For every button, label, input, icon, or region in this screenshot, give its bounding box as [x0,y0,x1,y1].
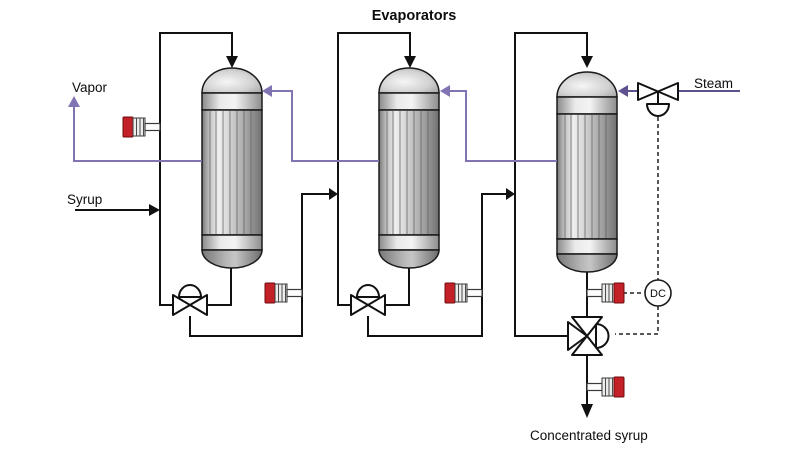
arrowhead [618,85,628,97]
evap2-bottom-pipe [386,268,410,306]
evap3-to-evap2-vapor-pipe [440,85,557,162]
valve-actuator-dome [178,284,202,298]
product-pipe [581,356,593,418]
valve-actuator-dome [595,323,610,349]
three-way-valve-signal-line [615,306,659,335]
steam-label: Steam [694,76,733,91]
evap2-recirc-pipe [367,188,515,337]
steam-pipe [618,85,740,97]
sensor-2 [264,282,303,304]
syrup-label: Syrup [67,192,102,207]
evap1-recirc-valve [172,284,208,316]
evaporator-2-vessel [378,67,440,269]
evap1-feed-pipe [159,32,238,306]
concentrated-syrup-label: Concentrated syrup [530,428,648,443]
evap1-bottom-pipe [208,268,232,306]
sensor-3 [444,282,483,304]
sensors [122,116,625,398]
arrowhead [262,85,272,97]
arrowhead [440,85,450,97]
product-three-way-valve [567,316,610,356]
evap2-to-evap1-vapor-pipe [262,85,379,162]
arrowhead [149,204,160,216]
evaporator-3-vessel [556,71,618,273]
valve-actuator-dome [356,284,380,298]
arrowhead [329,188,338,200]
evaporator-vessels [201,67,618,273]
vapor-out-pipe [68,96,202,162]
vapor-label: Vapor [72,80,108,95]
arrowhead [581,404,593,418]
evap1-recirc-pipe [189,188,338,337]
evaporator-1-vessel [201,67,263,269]
evap2-feed-pipe [337,32,416,306]
dc-controller: DC [644,279,672,307]
sensor-5 [586,376,625,398]
arrowhead [68,96,80,107]
arrowhead [404,56,416,68]
evap3-feed-pipe [514,32,593,337]
sensor-1 [122,116,161,138]
sensor-4 [586,282,625,304]
arrowhead [581,56,593,68]
steam-control-valve [637,82,679,117]
valve-actuator-dome [646,103,670,117]
arrowhead [226,56,238,68]
arrowhead [506,188,515,200]
signal-lines [615,117,659,335]
syrup-pipes [75,32,593,418]
diagram-title: Evaporators [372,8,457,24]
syrup-feed-pipe [75,204,160,216]
vapor-pipes [68,85,740,162]
dc-controller-label: DC [650,288,666,300]
evap2-recirc-valve [350,284,386,316]
